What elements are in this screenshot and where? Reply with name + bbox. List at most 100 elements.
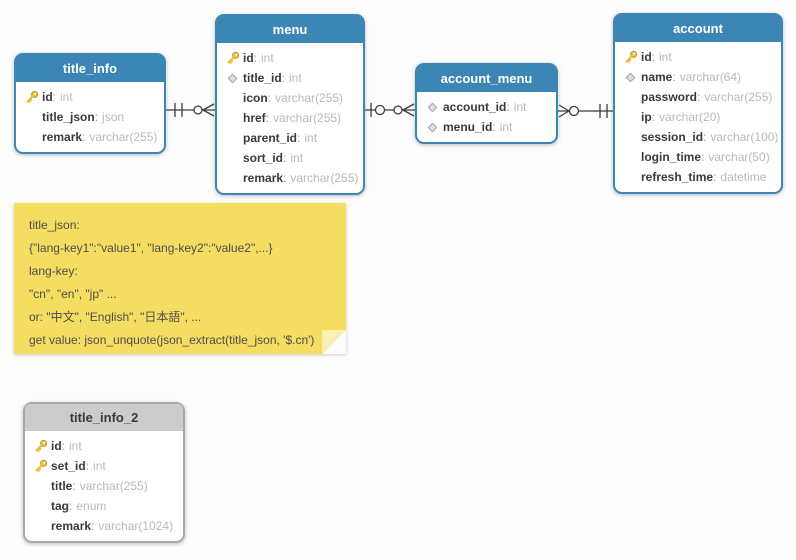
table-row: remark:varchar(255) xyxy=(16,127,164,147)
table-row: title_json:json xyxy=(16,107,164,127)
field-name: remark xyxy=(243,171,284,185)
key-icon xyxy=(30,459,51,473)
table-title_info[interactable]: title_info id:int title_json:json remark… xyxy=(14,53,166,154)
field-separator: : xyxy=(651,110,656,124)
table-title: account xyxy=(615,15,781,42)
table-row: tag:enum xyxy=(25,496,183,516)
field-type: varchar(64) xyxy=(679,70,742,84)
field-type: datetime xyxy=(720,170,767,184)
diamond-icon xyxy=(620,72,641,82)
field-name: remark xyxy=(51,519,92,533)
field-name: password xyxy=(641,90,698,104)
field-type: varchar(255) xyxy=(273,111,342,125)
field-name: set_id xyxy=(51,459,86,473)
field-name: name xyxy=(641,70,673,84)
field-type: int xyxy=(513,100,527,114)
field-name: menu_id xyxy=(443,120,493,134)
field-separator: : xyxy=(297,131,301,145)
field-name: id xyxy=(641,50,652,64)
key-icon xyxy=(222,51,243,65)
field-type: int xyxy=(60,90,73,104)
field-type: json xyxy=(102,110,125,124)
table-account[interactable]: account id:int name:varchar(64) password… xyxy=(613,13,783,194)
table-row: name:varchar(64) xyxy=(615,67,781,87)
note-line: "cn", "en", "jp" ... xyxy=(29,287,117,301)
field-separator: : xyxy=(283,171,287,185)
field-name: sort_id xyxy=(243,151,284,165)
field-type: int xyxy=(261,51,274,65)
field-type: int xyxy=(93,459,106,473)
field-name: ip xyxy=(641,110,652,124)
table-row: id:int xyxy=(217,48,363,68)
field-name: title xyxy=(51,479,73,493)
table-row: session_id:varchar(100) xyxy=(615,127,781,147)
diamond-icon xyxy=(422,102,443,112)
table-title_info_2[interactable]: title_info_2 id:int set_id:int title:var… xyxy=(23,402,185,543)
field-separator: : xyxy=(265,111,270,125)
table-title: menu xyxy=(217,16,363,43)
table-row: set_id:int xyxy=(25,456,183,476)
table-row: id:int xyxy=(25,436,183,456)
field-type: varchar(255) xyxy=(79,479,148,493)
table-row: title_id:int xyxy=(217,68,363,88)
field-separator: : xyxy=(253,51,258,65)
table-row: id:int xyxy=(16,87,164,107)
table-row: password:varchar(255) xyxy=(615,87,781,107)
field-separator: : xyxy=(61,439,66,453)
relationship-title_info-menu[interactable] xyxy=(166,103,215,117)
field-type: varchar(50) xyxy=(708,150,770,164)
relationship-account_menu-account[interactable] xyxy=(558,104,613,118)
field-type: varchar(255) xyxy=(290,171,359,185)
field-type: varchar(20) xyxy=(659,110,721,124)
sticky-note[interactable]: title_json: {"lang-key1":"value1", "lang… xyxy=(14,203,346,354)
table-row: id:int xyxy=(615,47,781,67)
table-account_menu[interactable]: account_menu account_id:int menu_id:int xyxy=(415,63,558,144)
field-name: id xyxy=(51,439,62,453)
field-separator: : xyxy=(672,70,676,84)
field-name: title_id xyxy=(243,71,282,85)
field-type: int xyxy=(69,439,82,453)
table-row: ip:varchar(20) xyxy=(615,107,781,127)
note-line: title_json: xyxy=(29,218,80,232)
field-name: icon xyxy=(243,91,268,105)
field-type: enum xyxy=(76,499,107,513)
field-name: href xyxy=(243,111,266,125)
field-separator: : xyxy=(94,110,99,124)
note-line: or: "中文", "English", "日本語", ... xyxy=(29,310,202,324)
table-row: account_id:int xyxy=(417,97,556,117)
field-type: varchar(255) xyxy=(275,91,344,105)
note-line: {"lang-key1":"value1", "lang-key2":"valu… xyxy=(29,241,273,255)
field-separator: : xyxy=(283,151,287,165)
table-menu[interactable]: menu id:int title_id:int icon:varchar(25… xyxy=(215,14,365,195)
field-type: int xyxy=(290,151,304,165)
table-row: refresh_time:datetime xyxy=(615,167,781,187)
table-row: parent_id:int xyxy=(217,128,363,148)
field-type: varchar(1024) xyxy=(98,519,174,533)
key-icon xyxy=(21,90,42,104)
field-type: int xyxy=(499,120,513,134)
table-row: sort_id:int xyxy=(217,148,363,168)
field-name: id xyxy=(42,90,53,104)
field-name: remark xyxy=(42,130,83,144)
field-separator: : xyxy=(701,150,705,164)
field-type: int xyxy=(304,131,318,145)
relationship-menu-account_menu[interactable] xyxy=(365,103,415,117)
field-separator: : xyxy=(91,519,95,533)
note-line: lang-key: xyxy=(29,264,78,278)
field-type: varchar(100) xyxy=(710,130,779,144)
field-name: refresh_time xyxy=(641,170,714,184)
table-row: remark:varchar(255) xyxy=(217,168,363,188)
table-row: menu_id:int xyxy=(417,117,556,137)
field-type: int xyxy=(659,50,672,64)
field-separator: : xyxy=(713,170,717,184)
field-separator: : xyxy=(52,90,57,104)
key-icon xyxy=(30,439,51,453)
table-row: icon:varchar(255) xyxy=(217,88,363,108)
field-separator: : xyxy=(85,459,90,473)
field-separator: : xyxy=(281,71,286,85)
field-name: title_json xyxy=(42,110,95,124)
field-type: varchar(255) xyxy=(89,130,158,144)
field-separator: : xyxy=(69,499,73,513)
